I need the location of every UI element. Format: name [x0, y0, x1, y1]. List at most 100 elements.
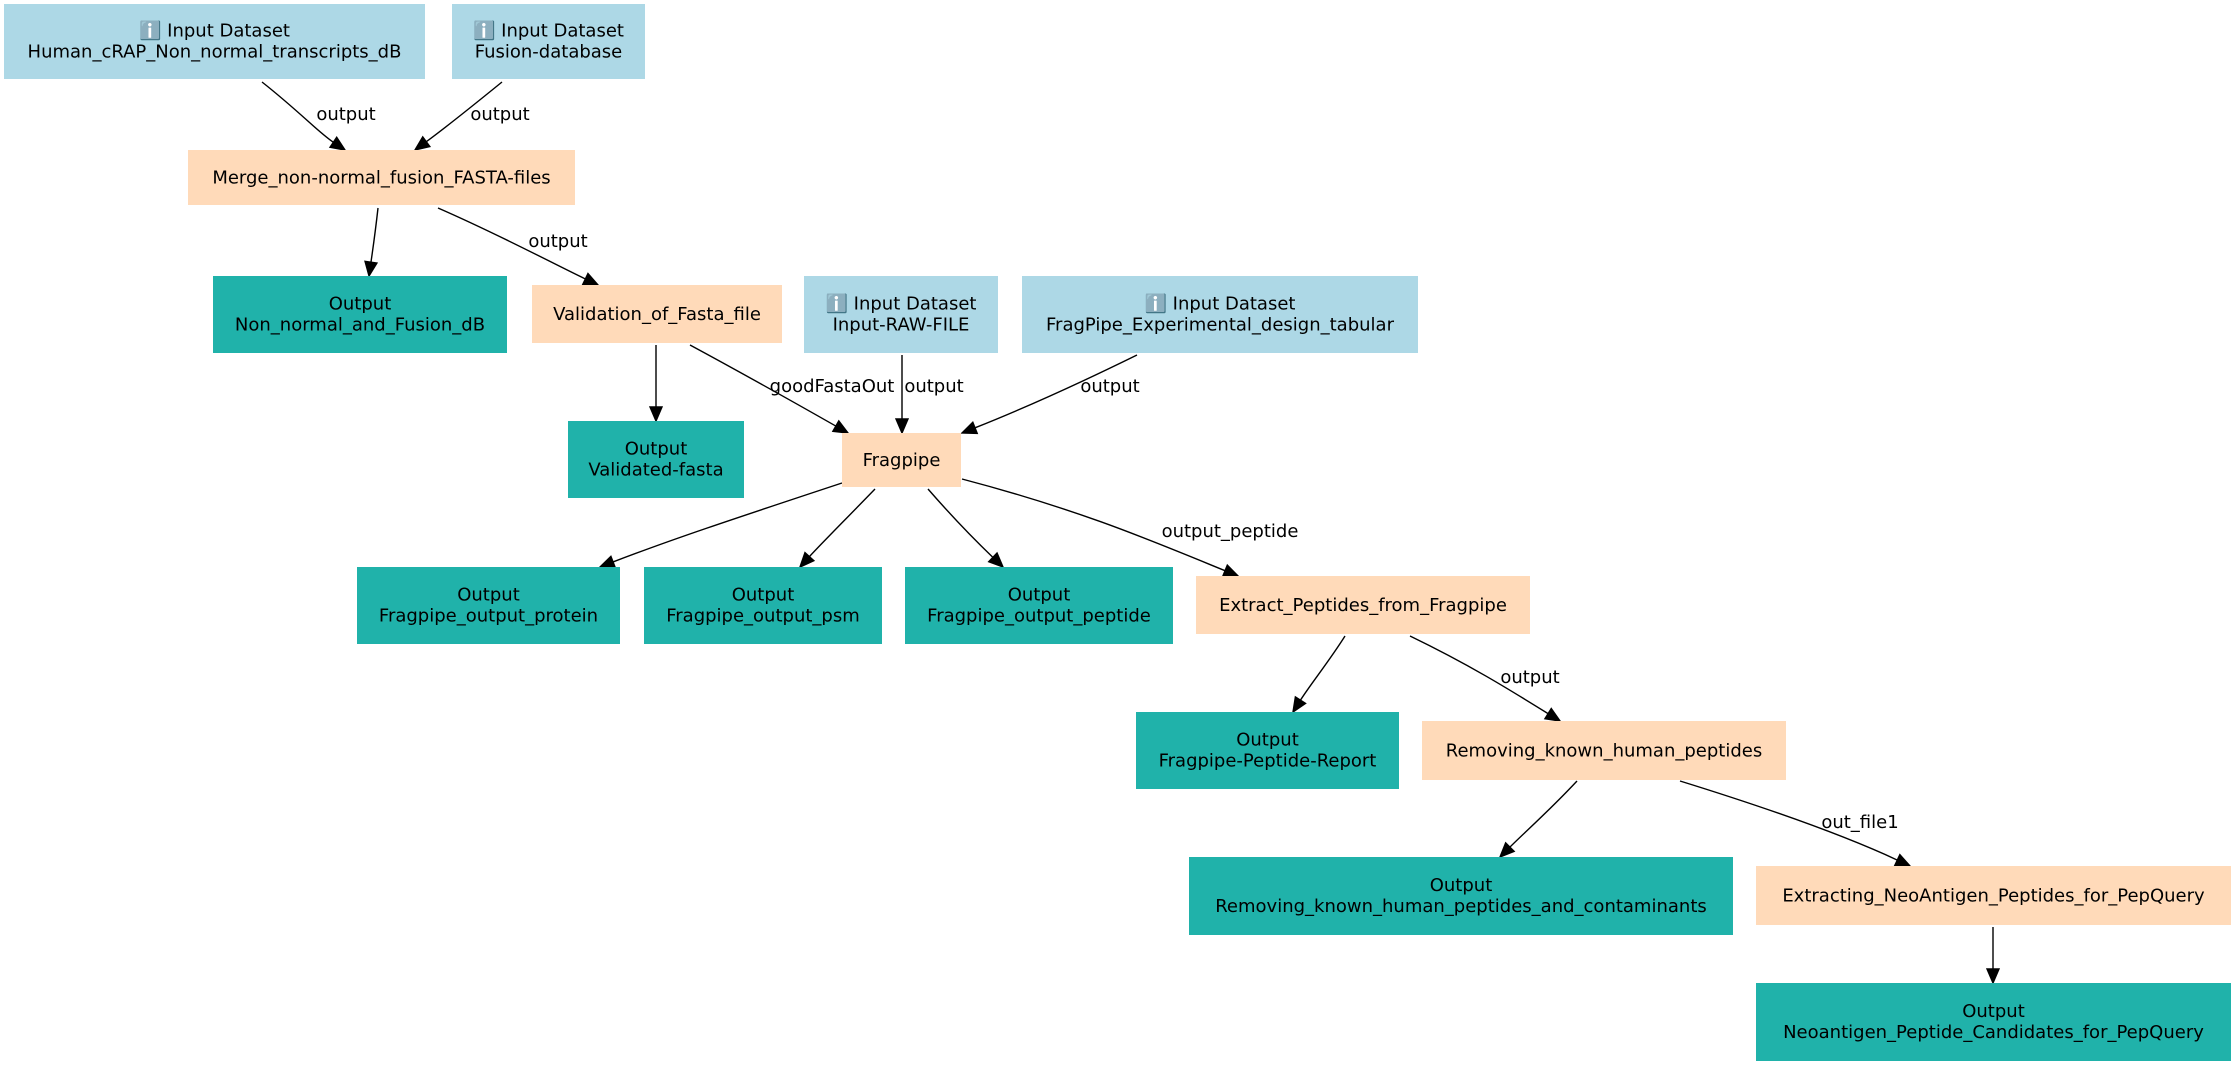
node-subtitle: Fragpipe_output_psm [666, 606, 860, 627]
node-box [1022, 276, 1418, 353]
node-box [1189, 857, 1733, 935]
node-subtitle: Neoantigen_Peptide_Candidates_for_PepQue… [1783, 1022, 2204, 1043]
edge-label: output [1080, 376, 1139, 397]
node-title: Extracting_NeoAntigen_Peptides_for_PepQu… [1782, 886, 2205, 907]
edge-label: output [1500, 667, 1559, 688]
tool-node-extract[interactable]: Extract_Peptides_from_Fragpipe [1196, 576, 1530, 634]
arrowhead-icon [1292, 695, 1307, 714]
input-node-in-design[interactable]: ℹ️ Input DatasetFragPipe_Experimental_de… [1022, 276, 1418, 353]
node-box [452, 4, 645, 79]
node-title: Output [1008, 585, 1071, 606]
node-title: Output [732, 585, 795, 606]
edge-in_raw-to-fragpipe: output [894, 354, 964, 435]
arrowhead-icon [648, 406, 664, 423]
node-title: Fragpipe [863, 450, 941, 471]
node-box [188, 150, 575, 205]
edge-line [808, 488, 876, 558]
arrowhead-icon [831, 419, 850, 434]
node-box [1422, 721, 1786, 780]
node-box [4, 4, 425, 79]
edge-fragpipe-to-out_peptide [927, 488, 1005, 569]
edge-in_fusion-to-merge: output [413, 81, 530, 152]
node-box [644, 567, 882, 644]
edge-label: goodFastaOut [770, 376, 895, 397]
edge-label: output [904, 376, 963, 397]
node-box [1196, 576, 1530, 634]
node-subtitle: Input-RAW-FILE [833, 315, 970, 336]
edge-line [425, 81, 503, 143]
output-node-out-neo[interactable]: OutputNeoantigen_Peptide_Candidates_for_… [1756, 983, 2231, 1061]
edge-line [1409, 635, 1549, 715]
edge-extract-to-removing: output [1409, 635, 1562, 722]
node-box [1136, 712, 1399, 789]
edge-line [437, 207, 586, 280]
tool-node-fragpipe[interactable]: Fragpipe [842, 433, 961, 487]
node-subtitle: Validated-fasta [588, 460, 723, 481]
arrowhead-icon [1543, 707, 1562, 722]
node-title: Validation_of_Fasta_file [553, 304, 761, 325]
node-subtitle: Fragpipe_output_protein [379, 606, 598, 627]
arrowhead-icon [581, 272, 600, 286]
node-title: Merge_non-normal_fusion_FASTA-files [212, 168, 550, 189]
input-node-in-crap[interactable]: ℹ️ Input DatasetHuman_cRAP_Non_normal_tr… [4, 4, 425, 79]
edge-merge-to-out_nonnormal [364, 207, 379, 278]
arrowhead-icon [960, 421, 979, 435]
node-title: ℹ️ Input Dataset [826, 293, 977, 315]
node-title: Output [329, 294, 392, 315]
edge-line [974, 354, 1138, 429]
edge-line [1299, 635, 1346, 701]
edge-extract-to-out_report [1292, 635, 1346, 714]
node-box [804, 276, 998, 353]
node-title: ℹ️ Input Dataset [1145, 293, 1296, 315]
tool-node-validation[interactable]: Validation_of_Fasta_file [532, 285, 782, 343]
node-subtitle: FragPipe_Experimental_design_tabular [1046, 315, 1395, 336]
edge-line [1679, 780, 1898, 861]
edge-label: output [316, 104, 375, 125]
tool-node-merge[interactable]: Merge_non-normal_fusion_FASTA-files [188, 150, 575, 205]
node-box [213, 276, 507, 353]
node-subtitle: Human_cRAP_Non_normal_transcripts_dB [28, 42, 402, 63]
node-title: Output [1962, 1001, 2025, 1022]
edge-label: output [470, 104, 529, 125]
arrowhead-icon [413, 135, 432, 152]
node-title: Output [1236, 730, 1299, 751]
node-title: Extract_Peptides_from_Fragpipe [1219, 595, 1507, 616]
node-title: ℹ️ Input Dataset [139, 20, 290, 42]
output-node-out-removing[interactable]: OutputRemoving_known_human_peptides_and_… [1189, 857, 1733, 935]
node-box [532, 285, 782, 343]
edge-fragpipe-to-out_psm [798, 488, 876, 569]
node-subtitle: Fragpipe_output_peptide [927, 606, 1151, 627]
node-box [905, 567, 1173, 644]
edges-layer: output output output goodFastaOut output outp… [261, 81, 2001, 985]
node-subtitle: Fragpipe-Peptide-Report [1159, 751, 1377, 772]
tool-node-removing[interactable]: Removing_known_human_peptides [1422, 721, 1786, 780]
edge-line [1509, 780, 1578, 848]
node-title: Output [625, 439, 688, 460]
node-subtitle: Removing_known_human_peptides_and_contam… [1215, 896, 1707, 917]
tool-node-extracting[interactable]: Extracting_NeoAntigen_Peptides_for_PepQu… [1756, 866, 2231, 925]
arrowhead-icon [364, 260, 379, 278]
edge-line [961, 478, 1226, 572]
node-subtitle: Non_normal_and_Fusion_dB [235, 315, 485, 336]
node-title: Output [1430, 875, 1493, 896]
arrowhead-icon [1893, 853, 1912, 867]
arrowhead-icon [987, 551, 1005, 569]
node-title: ℹ️ Input Dataset [473, 20, 624, 42]
edge-validation-to-fragpipe: goodFastaOut [689, 344, 895, 434]
arrowhead-icon [894, 418, 910, 435]
edge-label: output [528, 231, 587, 252]
node-box [1756, 866, 2231, 925]
arrowhead-icon [798, 551, 816, 569]
edge-validation-to-out_validated [648, 345, 664, 423]
node-title: Output [457, 585, 520, 606]
node-box [1756, 983, 2231, 1061]
